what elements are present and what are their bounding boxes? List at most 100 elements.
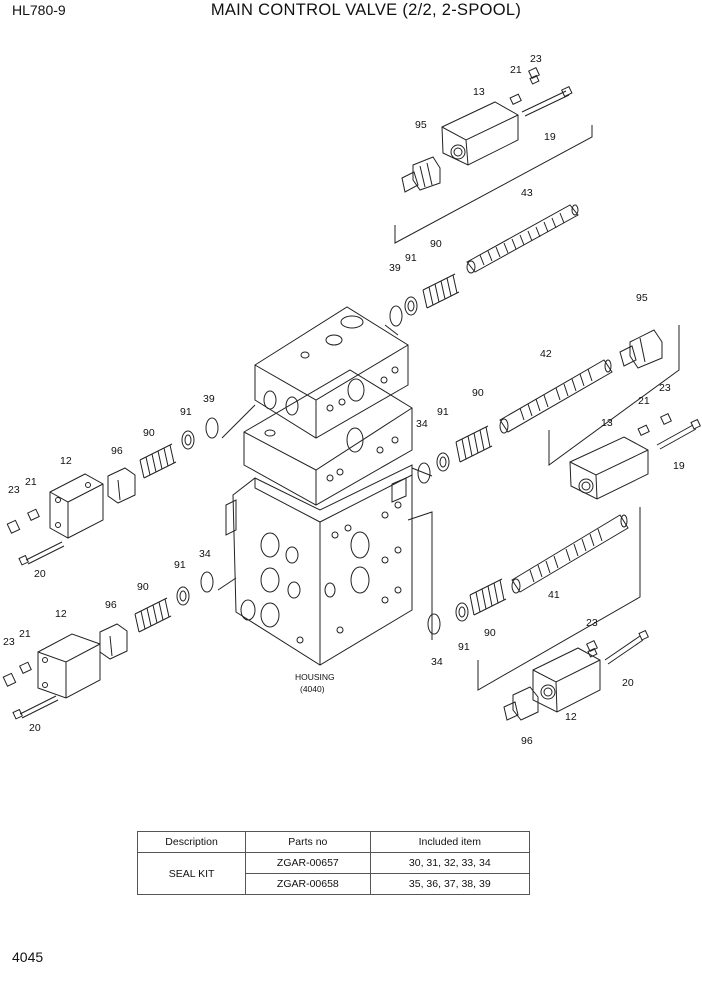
callout-90: 90: [430, 238, 442, 250]
washer-91-left-lower: [176, 586, 190, 606]
callout-12: 12: [565, 711, 577, 723]
callout-34: 34: [199, 548, 211, 560]
bolt-20-left-lower: [12, 695, 59, 720]
plug-21-left: [27, 508, 40, 521]
washer-91-upper: [404, 296, 418, 316]
plug-21-right: [637, 424, 650, 436]
housing-label: HOUSING: [295, 672, 335, 682]
callout-12: 12: [55, 608, 67, 620]
table-row: SEAL KIT ZGAR-00657 30, 31, 32, 33, 34: [136, 852, 531, 895]
callout-96: 96: [111, 445, 123, 457]
washer-91-left: [181, 430, 195, 450]
callout-91: 91: [405, 252, 417, 264]
washer-91-right: [436, 452, 450, 472]
seal-kit-table: Description Parts no Included item SEAL …: [136, 831, 531, 895]
o-ring-39-upper: [389, 305, 403, 327]
callout-21: 21: [25, 476, 37, 488]
callout-96: 96: [521, 735, 533, 747]
callout-95: 95: [415, 119, 427, 131]
bolt-19-upper: [521, 86, 573, 117]
header-included-item: Included item: [369, 831, 531, 853]
plug-23-lower-right: [586, 640, 598, 658]
callout-23: 23: [659, 382, 671, 394]
callout-23: 23: [586, 617, 598, 629]
callout-91: 91: [174, 559, 186, 571]
plug-21-left-lower: [19, 661, 32, 674]
leader-lines: [217, 404, 433, 640]
plug-23-left: [6, 519, 21, 534]
header-description: Description: [136, 831, 247, 853]
table-row: ZGAR-00658 35, 36, 37, 38, 39: [138, 873, 531, 895]
callout-42: 42: [540, 348, 552, 360]
callout-20: 20: [622, 677, 634, 689]
cap-12-left-lower: [37, 633, 101, 699]
callout-21: 21: [19, 628, 31, 640]
spring-seat-96-left-lower: [99, 623, 128, 660]
callout-39: 39: [203, 393, 215, 405]
callout-20: 20: [34, 568, 46, 580]
spring-guide-95-right: [619, 329, 663, 369]
spring-90-left-lower: [134, 597, 172, 633]
callout-21: 21: [638, 395, 650, 407]
parts-no-cell: ZGAR-00657: [245, 852, 371, 874]
callout-labels: 23 21 13 19 95 43 90 91 39 95 42 39 91 9…: [3, 53, 685, 747]
kit-description: SEAL KIT: [136, 852, 247, 895]
cover-12-lower-right: [532, 647, 601, 713]
plug-21-upper: [509, 93, 522, 105]
cover-13-right: [569, 436, 649, 500]
bracket-right: [548, 325, 680, 466]
callout-34: 34: [431, 656, 443, 668]
callout-13: 13: [601, 417, 613, 429]
callout-91: 91: [458, 641, 470, 653]
callout-43: 43: [521, 187, 533, 199]
callout-41: 41: [548, 589, 560, 601]
page-number: 4045: [12, 949, 44, 965]
spring-seat-96-left: [107, 467, 136, 504]
spring-90-upper: [422, 273, 460, 309]
housing-code: (4040): [300, 684, 325, 694]
spring-guide-95-upper: [401, 156, 441, 193]
callout-91: 91: [437, 406, 449, 418]
callout-19: 19: [673, 460, 685, 472]
o-ring-34-lower-right: [427, 613, 441, 635]
included-item-cell: 30, 31, 32, 33, 34: [369, 852, 531, 874]
table-header-row: Description Parts no Included item: [136, 831, 531, 853]
bracket-lower-right: [477, 507, 641, 691]
bracket-upper: [384, 125, 593, 336]
spring-90-left: [139, 443, 177, 479]
plug-23-right: [660, 413, 672, 425]
callout-95: 95: [636, 292, 648, 304]
callout-34: 34: [416, 418, 428, 430]
callout-21: 21: [510, 64, 522, 76]
spring-seat-96-lower-right: [503, 686, 539, 721]
spool-41: [511, 514, 629, 594]
callout-90: 90: [143, 427, 155, 439]
o-ring-39-left: [205, 417, 219, 439]
bolt-20-lower-right: [604, 629, 649, 665]
model-code: HL780-9: [12, 2, 66, 18]
callout-13: 13: [473, 86, 485, 98]
valve-housing: [225, 464, 413, 666]
callout-90: 90: [137, 581, 149, 593]
callout-96: 96: [105, 599, 117, 611]
included-item-cell: 35, 36, 37, 38, 39: [369, 873, 531, 895]
bolt-20-left: [18, 541, 65, 566]
callout-23: 23: [8, 484, 20, 496]
callout-91: 91: [180, 406, 192, 418]
callout-12: 12: [60, 455, 72, 467]
plug-23-upper: [528, 67, 540, 85]
bolt-19-right: [656, 418, 701, 450]
callout-19: 19: [544, 131, 556, 143]
o-ring-34-left: [200, 571, 214, 593]
callout-23: 23: [530, 53, 542, 65]
callout-39: 39: [389, 262, 401, 274]
valve-block-middle-section: [243, 369, 413, 506]
callout-90: 90: [484, 627, 496, 639]
spool-42: [499, 359, 613, 434]
spring-90-right: [455, 425, 493, 463]
callout-23: 23: [3, 636, 15, 648]
callout-20: 20: [29, 722, 41, 734]
parts-no-cell: ZGAR-00658: [245, 873, 371, 895]
callout-90: 90: [472, 387, 484, 399]
